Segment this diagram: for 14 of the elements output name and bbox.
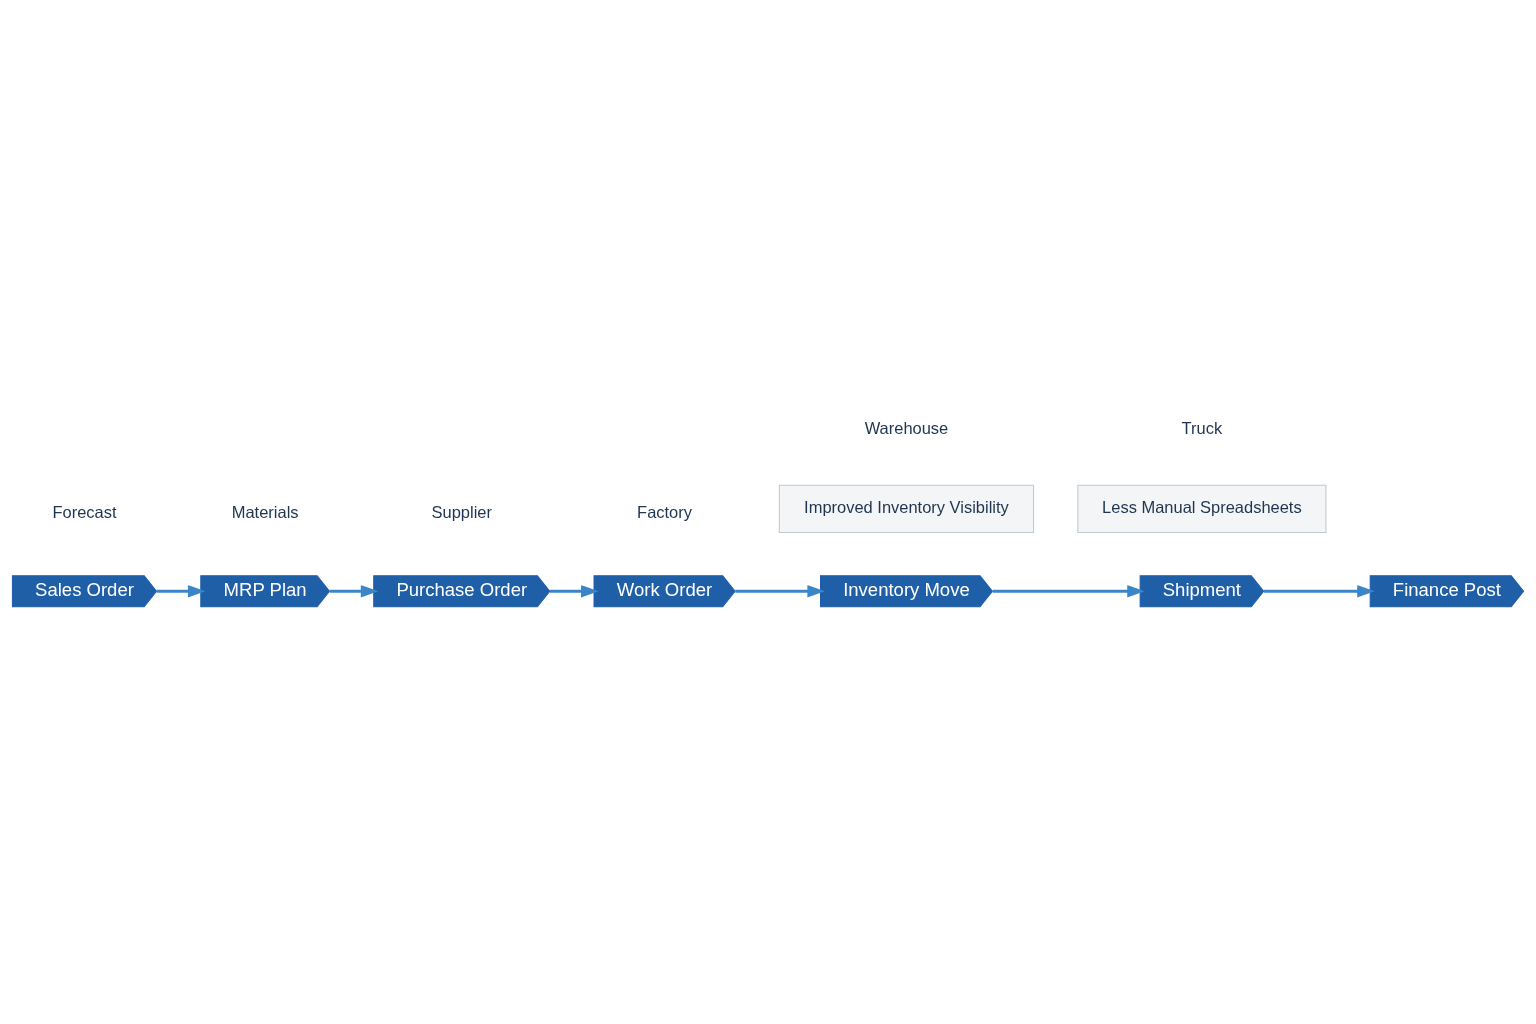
arrow bbox=[992, 585, 1145, 598]
label: Warehouse bbox=[864, 418, 949, 437]
arrow bbox=[329, 585, 379, 598]
node-box: Improved Inventory Visibility bbox=[778, 484, 1035, 534]
label: Truck bbox=[1181, 418, 1223, 437]
arrow bbox=[1263, 585, 1375, 598]
arrow bbox=[156, 585, 206, 598]
label: Supplier bbox=[431, 502, 492, 521]
label: Forecast bbox=[52, 502, 117, 521]
label: Materials bbox=[231, 502, 299, 521]
arrow bbox=[549, 585, 599, 598]
node-box: Less Manual Spreadsheets bbox=[1077, 484, 1327, 534]
arrow bbox=[735, 585, 825, 598]
label: Factory bbox=[637, 502, 693, 521]
